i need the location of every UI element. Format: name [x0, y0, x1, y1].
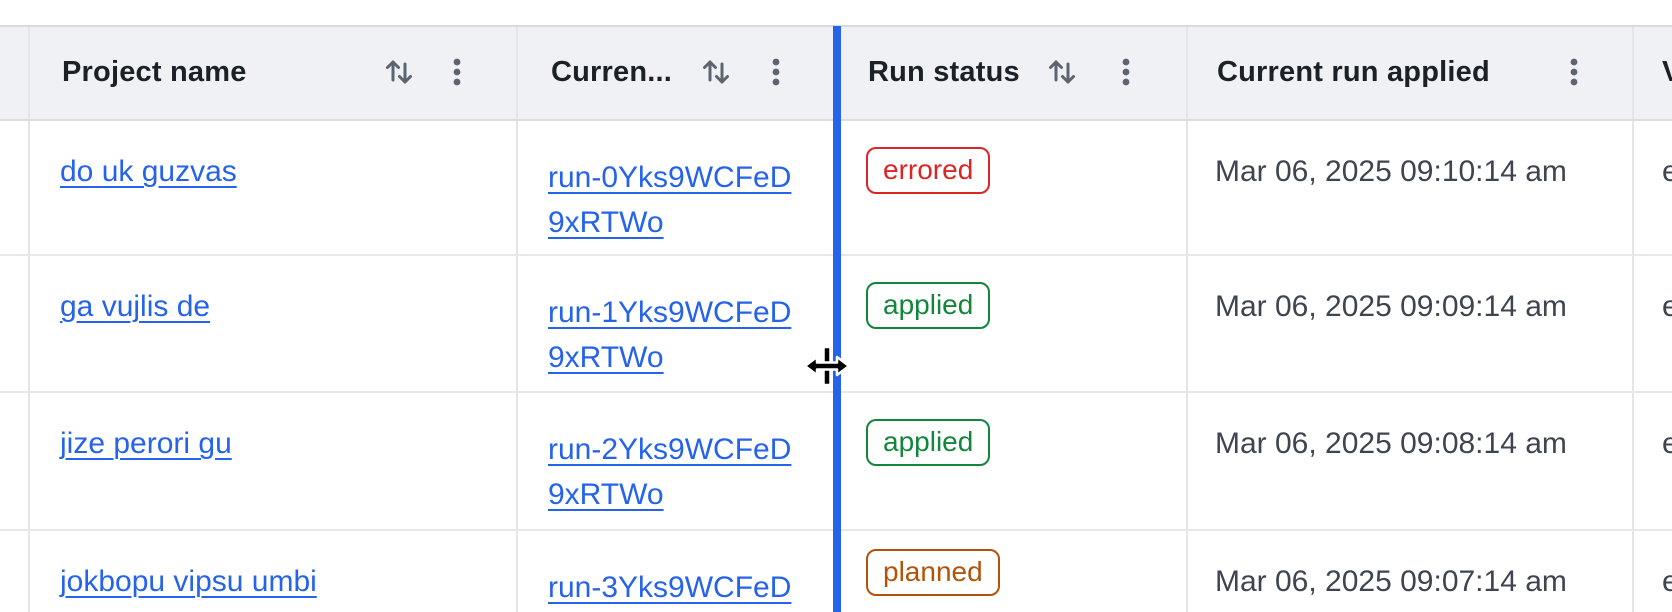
run-id-line1: run-0Yks9WCFeD [548, 161, 792, 194]
column-resize-drag-line[interactable] [833, 26, 841, 612]
column-header-run-status: Run status [868, 56, 1020, 88]
run-id-line2: 9xRTWo [548, 341, 664, 374]
run-link[interactable]: run-3Yks9WCFeD9xRTWo [548, 565, 803, 612]
run-link[interactable]: run-0Yks9WCFeD 9xRTWo [548, 155, 803, 245]
run-status-badge: applied [866, 419, 991, 466]
column-header-project-name: Project name [62, 56, 247, 88]
partial-cell-text: e [1662, 565, 1672, 598]
project-link[interactable]: jokbopu vipsu umbi [60, 565, 317, 598]
run-link[interactable]: run-1Yks9WCFeD 9xRTWo [548, 290, 803, 380]
column-border-gutter [28, 26, 30, 612]
column-menu-icon[interactable] [450, 55, 482, 89]
sort-icon[interactable] [383, 55, 415, 89]
current-run-applied-timestamp: Mar 06, 2025 09:08:14 am [1215, 427, 1567, 460]
current-run-applied-timestamp: Mar 06, 2025 09:10:14 am [1215, 155, 1567, 188]
sort-icon[interactable] [1046, 55, 1078, 89]
column-border-applied-next [1632, 26, 1634, 612]
run-id-line2: 9xRTWo [548, 206, 664, 239]
column-menu-icon[interactable] [1119, 55, 1151, 89]
run-id-line1: run-1Yks9WCFeD [548, 296, 792, 329]
project-link[interactable]: jize perori gu [60, 427, 232, 460]
column-resize-cursor-icon [803, 344, 851, 393]
run-id-line2: 9xRTWo [548, 478, 664, 511]
column-header-current-run: Curren... [551, 56, 673, 88]
column-border-project-current [516, 26, 518, 612]
run-status-badge: applied [866, 282, 991, 329]
column-menu-icon[interactable] [1567, 55, 1599, 89]
run-link[interactable]: run-2Yks9WCFeD 9xRTWo [548, 427, 803, 517]
project-link[interactable]: do uk guzvas [60, 155, 237, 188]
partial-cell-text: e [1662, 155, 1672, 188]
column-menu-icon[interactable] [769, 55, 801, 89]
sort-icon[interactable] [700, 55, 732, 89]
run-status-badge: planned [866, 549, 1000, 596]
run-status-badge: errored [866, 147, 991, 194]
partial-cell-text: e [1662, 427, 1672, 460]
column-border-status-applied [1186, 26, 1188, 612]
column-header-current-run-applied: Current run applied [1217, 56, 1490, 88]
run-id-line1: run-2Yks9WCFeD [548, 433, 792, 466]
run-id-line1: run-3Yks9WCFeD [548, 571, 792, 604]
partial-cell-text: e [1662, 290, 1672, 323]
current-run-applied-timestamp: Mar 06, 2025 09:07:14 am [1215, 565, 1567, 598]
project-link[interactable]: ga vujlis de [60, 290, 211, 323]
column-header-partial: V [1662, 56, 1672, 88]
current-run-applied-timestamp: Mar 06, 2025 09:09:14 am [1215, 290, 1567, 323]
